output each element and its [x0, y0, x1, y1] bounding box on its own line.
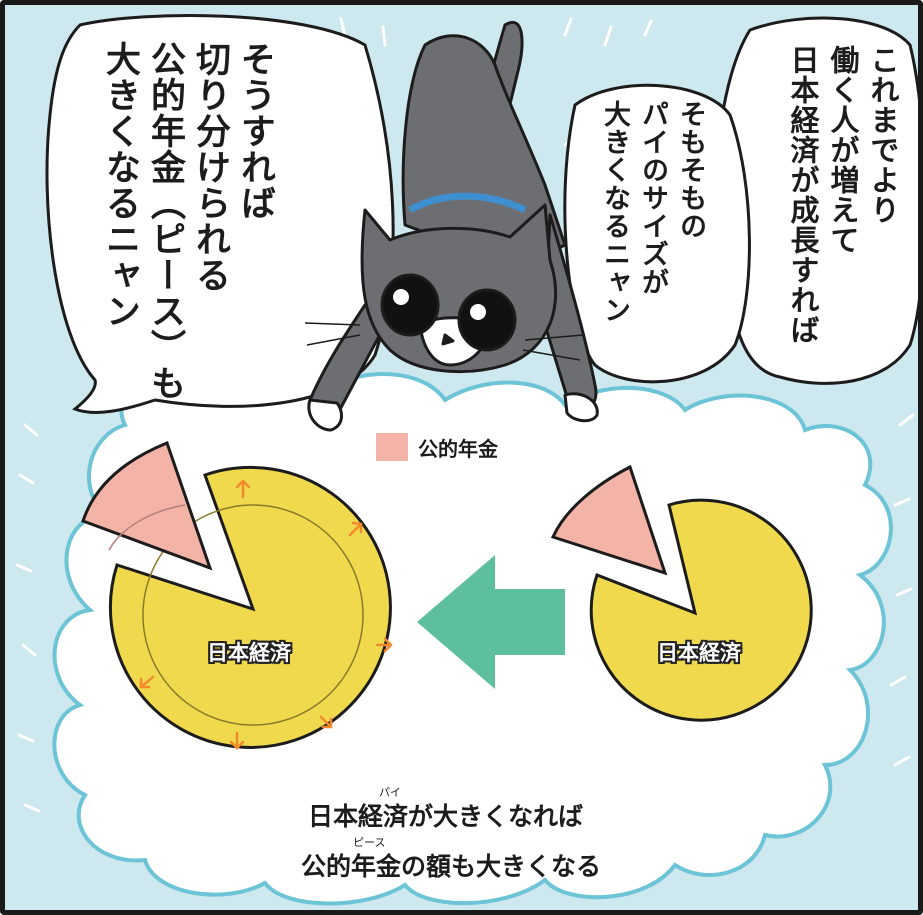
- pie-large-slice: [81, 441, 213, 571]
- growth-arrows: [139, 479, 393, 750]
- expand-arrow-icon: [375, 637, 393, 653]
- bubble-right-line-2: 働く人が増えて: [826, 45, 860, 255]
- pie-large-body: [108, 465, 392, 749]
- bubble-center-line-2: パイのサイズが: [637, 100, 668, 296]
- pie-large: [81, 441, 392, 749]
- bubble-center-line-1: そもそもの: [675, 100, 706, 240]
- bubble-left-line-4: 大きくなるニャン: [100, 41, 140, 329]
- cat-illustration: [304, 21, 599, 432]
- bubble-right-line-1: これまでより: [866, 45, 900, 225]
- caption-ruby-2: ピース: [353, 836, 386, 849]
- pie-large-inner-ring: [142, 504, 364, 726]
- expand-arrow-icon: [229, 731, 245, 750]
- speech-bubble-left: [45, 13, 395, 414]
- bubble-left-line-1: そうすれば: [235, 41, 275, 221]
- expand-arrow-icon: [235, 479, 251, 499]
- expand-arrow-icon: [139, 675, 155, 689]
- pie-small-label: 日本経済: [657, 641, 741, 665]
- caption-line-1: 日本経済が大きくなれば: [308, 802, 584, 831]
- legend-label: 公的年金: [418, 437, 498, 461]
- expand-arrow-icon: [319, 715, 333, 729]
- bubble-center-line-3: 大きくなるニャン: [599, 100, 630, 324]
- pie-large-label: 日本経済: [207, 641, 291, 665]
- caption-ruby-1: パイ: [379, 786, 401, 799]
- bubble-right-text: これまでより 働く人が増えて 日本経済が成長すれば: [783, 45, 903, 375]
- panel-artwork: [5, 5, 918, 910]
- bubble-left-line-3: 公的年金（ピース）も: [145, 41, 185, 401]
- caption-line-2: 公的年金の額も大きくなる: [301, 852, 602, 881]
- pie-small-body: [589, 498, 813, 722]
- pie-small: [550, 464, 813, 722]
- bubble-left-line-2: 切り分けられる: [190, 41, 230, 293]
- bubble-center-text: そもそもの パイのサイズが 大きくなるニャン: [595, 100, 709, 380]
- pie-small-slice: [550, 464, 668, 576]
- bubble-right-line-3: 日本経済が成長すれば: [786, 45, 820, 345]
- legend-swatch: [376, 433, 408, 461]
- expand-arrow-icon: [348, 521, 363, 537]
- left-arrow-icon: [417, 555, 565, 689]
- bubble-left-text: そうすれば 切り分けられる 公的年金（ピース）も 大きくなるニャン: [97, 41, 277, 401]
